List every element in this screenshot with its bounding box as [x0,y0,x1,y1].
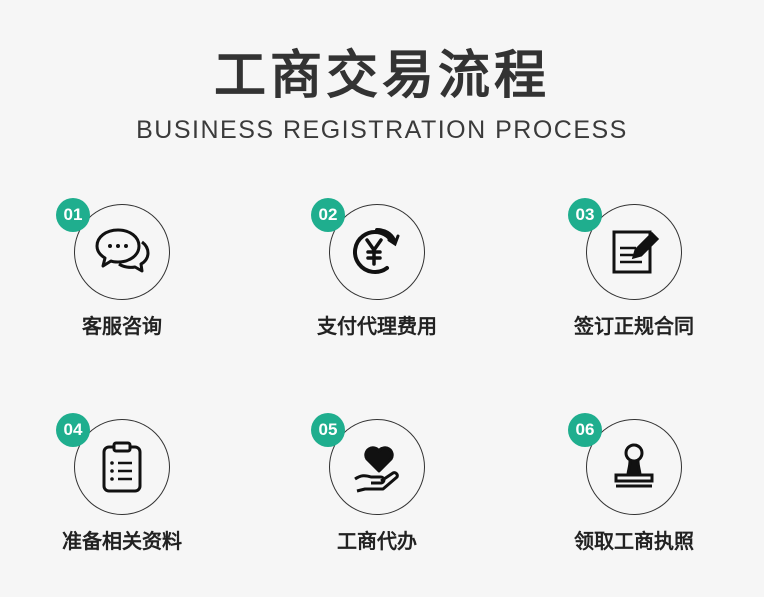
step-payment: 02 支付代理费用 [277,198,477,364]
stamp-icon [614,443,654,488]
step-agency: 05 工商代办 [277,413,477,579]
chat-bubbles-icon [95,228,150,273]
step-icon-circle [329,204,425,300]
step-label: 工商代办 [337,529,417,553]
step-label: 领取工商执照 [574,529,694,553]
step-icon-circle [586,419,682,515]
step-label: 客服咨询 [82,314,162,338]
hand-heart-icon [354,446,399,493]
step-icon-circle [74,204,170,300]
step-label: 支付代理费用 [317,314,437,338]
step-number-badge: 05 [311,413,345,447]
step-consultation: 01 客服咨询 [22,198,222,364]
step-documents: 04 准备相关资料 [22,413,222,579]
step-icon-circle [586,204,682,300]
step-number-badge: 02 [311,198,345,232]
contract-pen-icon [612,230,660,274]
step-number-badge: 01 [56,198,90,232]
page-subtitle: BUSINESS REGISTRATION PROCESS [136,116,628,144]
step-license: 06 领取工商执照 [534,413,734,579]
step-number-badge: 06 [568,413,602,447]
yen-refresh-icon [353,228,400,274]
step-number-badge: 04 [56,413,90,447]
step-icon-circle [329,419,425,515]
clipboard-list-icon [102,441,142,493]
step-label: 签订正规合同 [574,314,694,338]
page-title: 工商交易流程 [213,46,550,106]
step-number-badge: 03 [568,198,602,232]
step-label: 准备相关资料 [62,529,182,553]
step-contract: 03 签订正规合同 [534,198,734,364]
step-icon-circle [74,419,170,515]
